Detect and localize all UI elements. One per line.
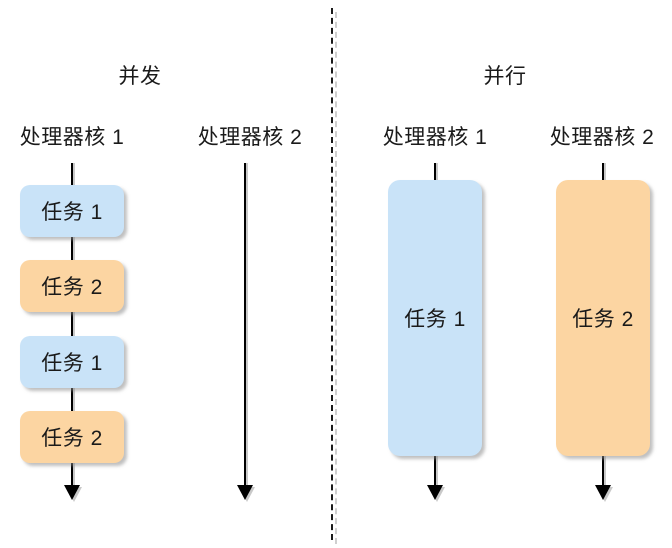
concurrent-core-1-axis-seg-1 [71,234,73,262]
concurrent-core-1-axis-seg-3 [71,386,73,413]
concurrent-core-1-axis-seg-4 [71,461,73,485]
concurrent-core-1-task-0[interactable]: 任务 1 [20,185,124,237]
concurrent-core-2-arrowhead [237,485,253,500]
concurrent-core-1-arrowhead [64,485,80,500]
parallel-core-2-arrowhead [595,485,611,500]
parallel-core-2-label: 处理器核 2 [549,126,655,149]
parallel-core-1-axis-top [434,163,436,182]
parallel-core-2-axis-top [602,163,604,182]
concurrent-core-1-task-3[interactable]: 任务 2 [20,411,124,463]
concurrent-core-2-label: 处理器核 2 [197,126,303,149]
concurrent-core-1-axis-seg-0 [71,163,73,187]
concurrent-core-1-label: 处理器核 1 [19,126,125,149]
parallel-core-1-axis-bottom [434,454,436,486]
parallel-core-2-axis-bottom [602,454,604,486]
concurrent-core-2-axis [244,163,246,485]
parallel-core-1-task-0[interactable]: 任务 1 [388,180,482,456]
divider-shadow [335,12,337,544]
parallel-core-1-label: 处理器核 1 [382,126,488,149]
parallel-core-2-task-0[interactable]: 任务 2 [556,180,650,456]
concurrent-core-1-axis-seg-2 [71,310,73,338]
concurrent-section-title: 并发 [118,65,162,88]
concurrent-core-1-task-1[interactable]: 任务 2 [20,260,124,312]
parallel-core-1-arrowhead [427,485,443,500]
parallel-section-title: 并行 [483,65,527,88]
concurrent-core-1-task-2[interactable]: 任务 1 [20,336,124,388]
section-divider [331,8,333,540]
